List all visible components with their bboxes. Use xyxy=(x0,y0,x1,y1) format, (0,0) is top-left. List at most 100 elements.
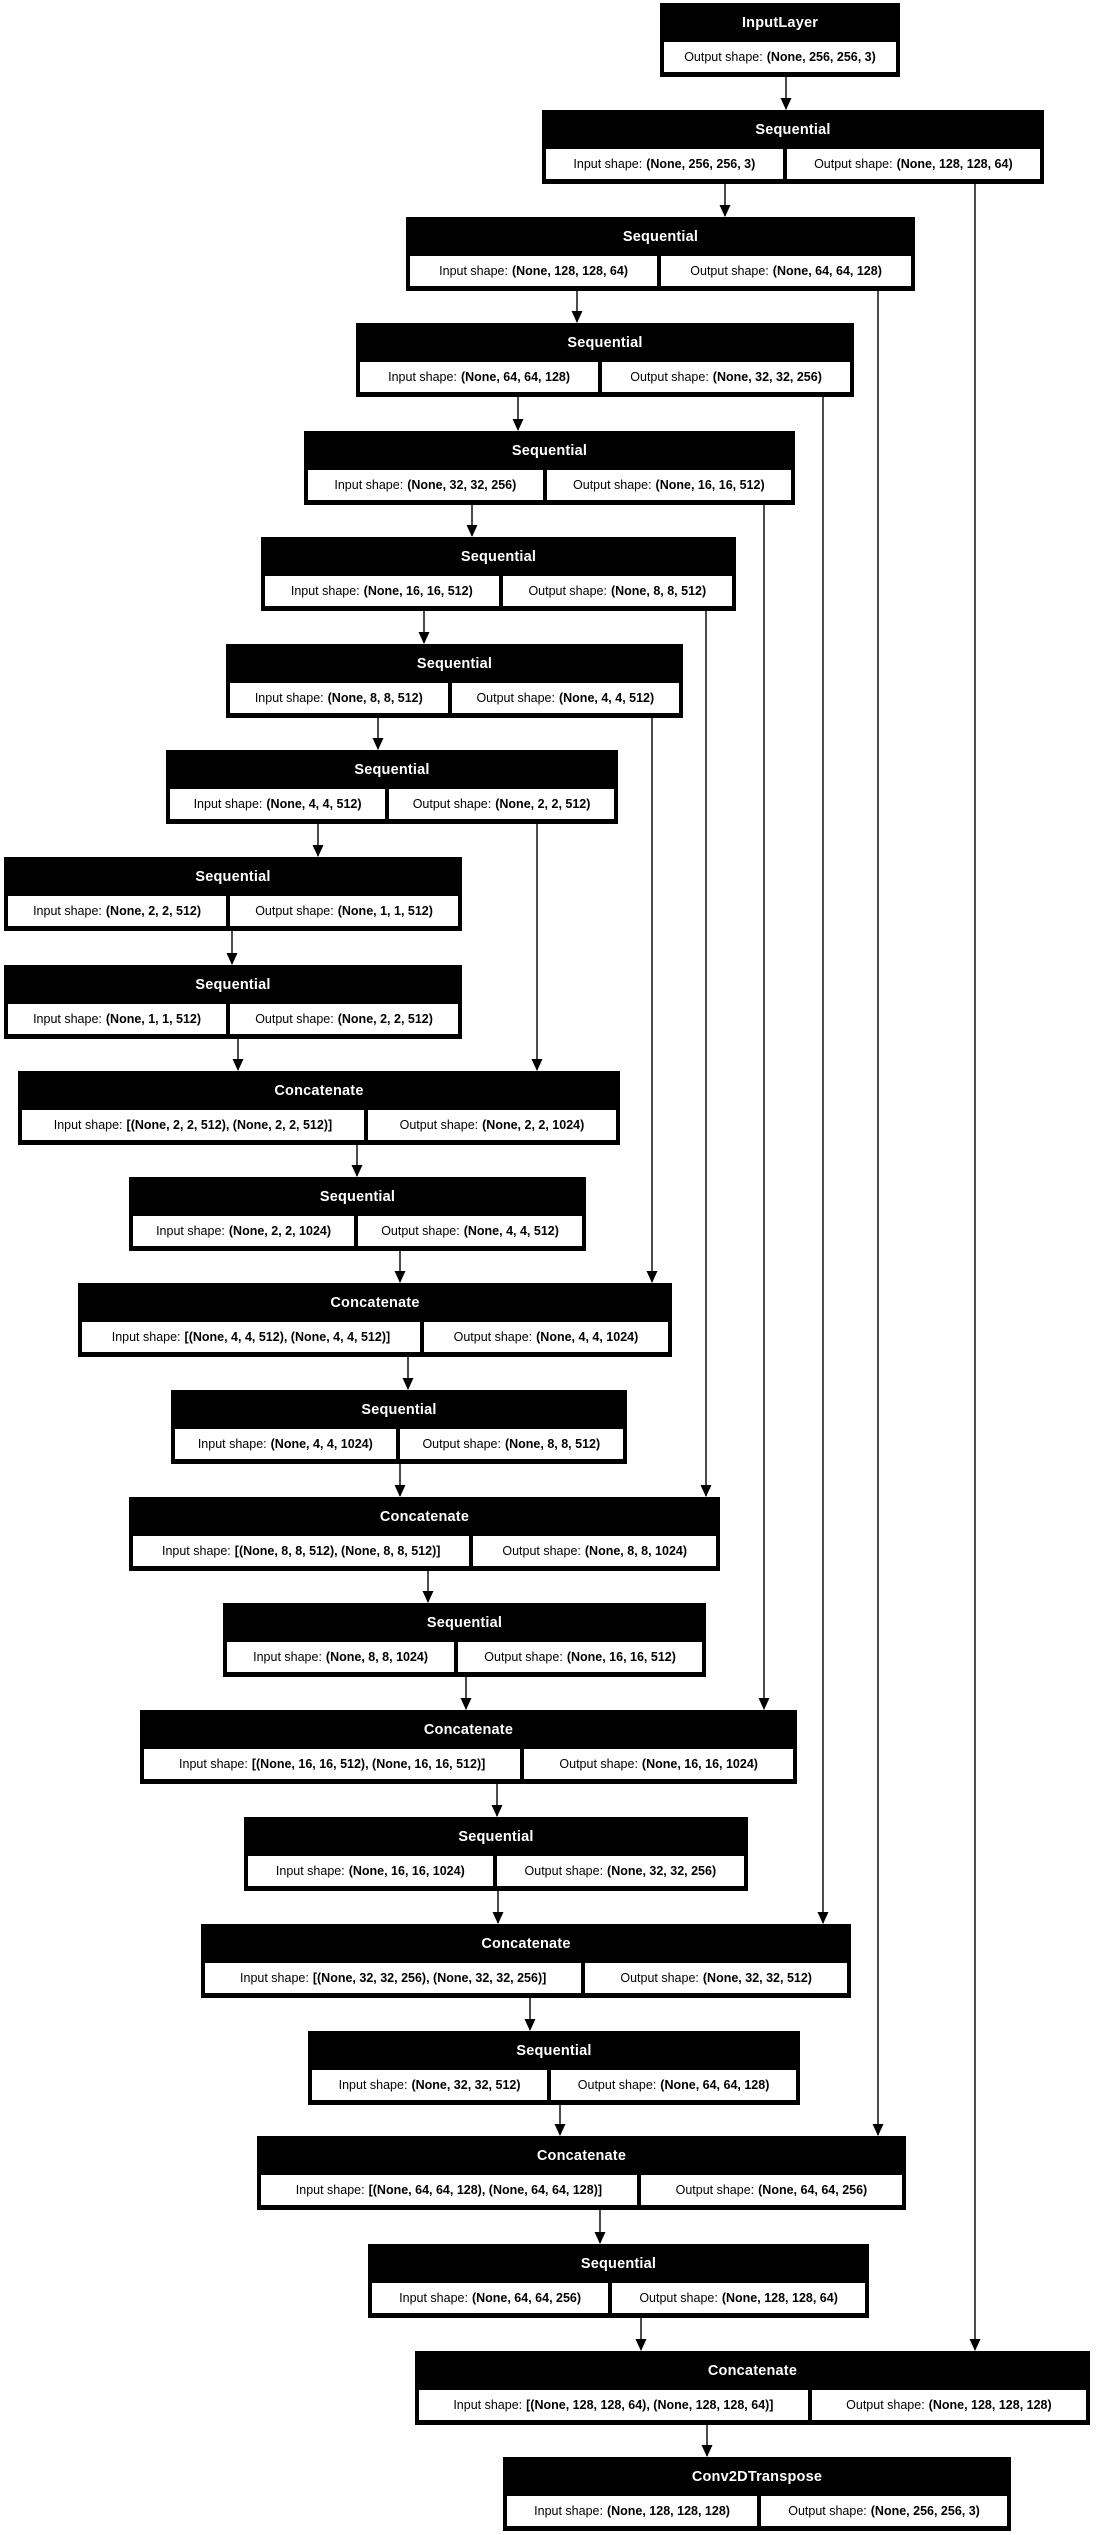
layer-type-label: Concatenate xyxy=(274,1082,364,1099)
input-shape-cell: Input shape:(None, 8, 8, 512) xyxy=(229,682,449,714)
output-shape-value: (None, 32, 32, 256) xyxy=(712,370,822,384)
layer-node-inputlayer: InputLayer Output shape:(None, 256, 256,… xyxy=(660,3,900,77)
output-shape-cell: Output shape:(None, 256, 256, 3) xyxy=(760,2495,1008,2527)
output-shape-prefix: Output shape: xyxy=(788,2504,867,2518)
input-shape-value: (None, 256, 256, 3) xyxy=(646,157,756,171)
output-shape-prefix: Output shape: xyxy=(453,1330,533,1344)
input-shape-value: (None, 64, 64, 128) xyxy=(460,370,571,384)
input-shape-prefix: Input shape: xyxy=(534,2504,603,2518)
output-shape-cell: Output shape:(None, 16, 16, 512) xyxy=(457,1641,704,1673)
layer-type-label: Concatenate xyxy=(707,2362,798,2379)
layer-type-label: Sequential xyxy=(580,2255,657,2272)
layer-node-sequential: Sequential Input shape:(None, 8, 8, 1024… xyxy=(223,1603,706,1677)
input-shape-value: (None, 1, 1, 512) xyxy=(105,1012,202,1026)
output-shape-cell: Output shape:(None, 64, 64, 128) xyxy=(550,2069,797,2101)
layer-shape-row: Input shape:(None, 128, 128, 128) Output… xyxy=(506,2495,1008,2527)
input-shape-prefix: Input shape: xyxy=(53,1118,123,1132)
output-shape-cell: Output shape:(None, 4, 4, 512) xyxy=(450,682,680,714)
layer-type-label: Conv2DTranspose xyxy=(691,2468,823,2485)
output-shape-cell: Output shape:(None, 16, 16, 512) xyxy=(545,469,792,501)
layer-node-sequential: Sequential Input shape:(None, 256, 256, … xyxy=(542,110,1044,184)
layer-shape-row: Input shape:[(None, 16, 16, 512), (None,… xyxy=(143,1748,794,1780)
output-shape-cell: Output shape:(None, 2, 2, 1024) xyxy=(366,1109,617,1141)
input-shape-prefix: Input shape: xyxy=(338,2078,408,2092)
input-shape-prefix: Input shape: xyxy=(388,370,457,384)
layer-type-label: Sequential xyxy=(195,976,271,993)
output-shape-cell: Output shape:(None, 256, 256, 3) xyxy=(663,41,897,73)
input-shape-cell: Input shape:(None, 1, 1, 512) xyxy=(7,1003,228,1035)
layer-node-sequential: Sequential Input shape:(None, 16, 16, 10… xyxy=(244,1817,748,1891)
input-shape-value: (None, 128, 128, 128) xyxy=(606,2504,730,2518)
input-shape-value: (None, 128, 128, 64) xyxy=(511,264,628,278)
layer-node-sequential: Sequential Input shape:(None, 2, 2, 512)… xyxy=(4,857,462,931)
input-shape-cell: Input shape:(None, 8, 8, 1024) xyxy=(226,1641,456,1673)
output-shape-prefix: Output shape: xyxy=(814,157,893,171)
input-shape-cell: Input shape:(None, 256, 256, 3) xyxy=(545,148,784,180)
output-shape-value: (None, 128, 128, 64) xyxy=(896,157,1013,171)
layer-type-label: Concatenate xyxy=(330,1294,420,1311)
input-shape-value: [(None, 8, 8, 512), (None, 8, 8, 512)] xyxy=(234,1544,441,1558)
layer-type-label: Sequential xyxy=(755,121,831,138)
layer-shape-row: Input shape:[(None, 2, 2, 512), (None, 2… xyxy=(21,1109,617,1141)
layer-node-concatenate: Concatenate Input shape:[(None, 32, 32, … xyxy=(201,1924,851,1998)
layer-shape-row: Input shape:(None, 32, 32, 512) Output s… xyxy=(311,2069,797,2101)
output-shape-cell: Output shape:(None, 128, 128, 64) xyxy=(611,2282,867,2314)
layer-node-concatenate: Concatenate Input shape:[(None, 16, 16, … xyxy=(140,1710,797,1784)
layer-shape-row: Input shape:(None, 32, 32, 256) Output s… xyxy=(307,469,792,501)
output-shape-value: (None, 8, 8, 512) xyxy=(610,584,707,598)
layer-node-conv2dtranspose: Conv2DTranspose Input shape:(None, 128, … xyxy=(503,2457,1011,2531)
output-shape-cell: Output shape:(None, 1, 1, 512) xyxy=(229,895,459,927)
layer-node-concatenate: Concatenate Input shape:[(None, 128, 128… xyxy=(415,2351,1090,2425)
layer-node-sequential: Sequential Input shape:(None, 32, 32, 51… xyxy=(308,2031,800,2105)
input-shape-cell: Input shape:[(None, 64, 64, 128), (None,… xyxy=(260,2174,638,2206)
input-shape-value: (None, 64, 64, 256) xyxy=(471,2291,582,2305)
layer-node-sequential: Sequential Input shape:(None, 1, 1, 512)… xyxy=(4,965,462,1039)
input-shape-value: [(None, 128, 128, 64), (None, 128, 128, … xyxy=(526,2398,774,2412)
input-shape-cell: Input shape:(None, 128, 128, 64) xyxy=(409,255,659,287)
layer-node-sequential: Sequential Input shape:(None, 64, 64, 25… xyxy=(368,2244,869,2318)
output-shape-value: (None, 16, 16, 512) xyxy=(566,1650,676,1664)
input-shape-value: (None, 8, 8, 1024) xyxy=(325,1650,429,1664)
output-shape-value: (None, 8, 8, 512) xyxy=(504,1437,601,1451)
output-shape-prefix: Output shape: xyxy=(675,2183,755,2197)
output-shape-value: (None, 64, 64, 128) xyxy=(660,2078,770,2092)
input-shape-value: (None, 32, 32, 256) xyxy=(407,478,517,492)
layer-shape-row: Input shape:[(None, 4, 4, 512), (None, 4… xyxy=(81,1321,669,1353)
input-shape-prefix: Input shape: xyxy=(254,691,324,705)
output-shape-cell: Output shape:(None, 32, 32, 256) xyxy=(495,1855,746,1887)
layer-shape-row: Input shape:[(None, 8, 8, 512), (None, 8… xyxy=(132,1535,717,1567)
layer-type-label: InputLayer xyxy=(741,14,819,31)
output-shape-value: (None, 256, 256, 3) xyxy=(766,50,876,64)
output-shape-prefix: Output shape: xyxy=(684,50,763,64)
input-shape-value: (None, 4, 4, 512) xyxy=(266,797,362,811)
input-shape-value: [(None, 32, 32, 256), (None, 32, 32, 256… xyxy=(312,1971,547,1985)
layer-shape-row: Input shape:(None, 8, 8, 1024) Output sh… xyxy=(226,1641,704,1673)
layer-type-label: Sequential xyxy=(354,761,430,778)
input-shape-prefix: Input shape: xyxy=(439,264,508,278)
layer-shape-row: Input shape:(None, 16, 16, 512) Output s… xyxy=(264,575,734,607)
input-shape-cell: Input shape:(None, 2, 2, 1024) xyxy=(132,1215,356,1247)
output-shape-prefix: Output shape: xyxy=(577,2078,657,2092)
input-shape-value: [(None, 2, 2, 512), (None, 2, 2, 512)] xyxy=(126,1118,333,1132)
input-shape-prefix: Input shape: xyxy=(33,904,102,918)
input-shape-prefix: Input shape: xyxy=(197,1437,267,1451)
layer-type-label: Sequential xyxy=(361,1401,437,1418)
input-shape-prefix: Input shape: xyxy=(179,1757,248,1771)
layer-type-label: Sequential xyxy=(416,655,493,672)
layer-shape-row: Input shape:(None, 4, 4, 512) Output sha… xyxy=(169,788,615,820)
input-shape-prefix: Input shape: xyxy=(111,1330,181,1344)
output-shape-prefix: Output shape: xyxy=(846,2398,925,2412)
output-shape-cell: Output shape:(None, 2, 2, 512) xyxy=(229,1003,459,1035)
input-shape-prefix: Input shape: xyxy=(193,797,263,811)
layer-type-label: Sequential xyxy=(319,1188,396,1205)
output-shape-value: (None, 32, 32, 512) xyxy=(702,1971,812,1985)
layer-type-label: Sequential xyxy=(460,548,537,565)
layer-node-sequential: Sequential Input shape:(None, 8, 8, 512)… xyxy=(226,644,683,718)
layer-type-label: Sequential xyxy=(458,1828,534,1845)
layer-type-label: Sequential xyxy=(622,228,699,245)
output-shape-value: (None, 16, 16, 512) xyxy=(655,478,765,492)
output-shape-value: (None, 64, 64, 128) xyxy=(772,264,882,278)
output-shape-value: (None, 16, 16, 1024) xyxy=(641,1757,758,1771)
input-shape-cell: Input shape:[(None, 2, 2, 512), (None, 2… xyxy=(21,1109,365,1141)
layer-shape-row: Input shape:(None, 64, 64, 256) Output s… xyxy=(371,2282,867,2314)
